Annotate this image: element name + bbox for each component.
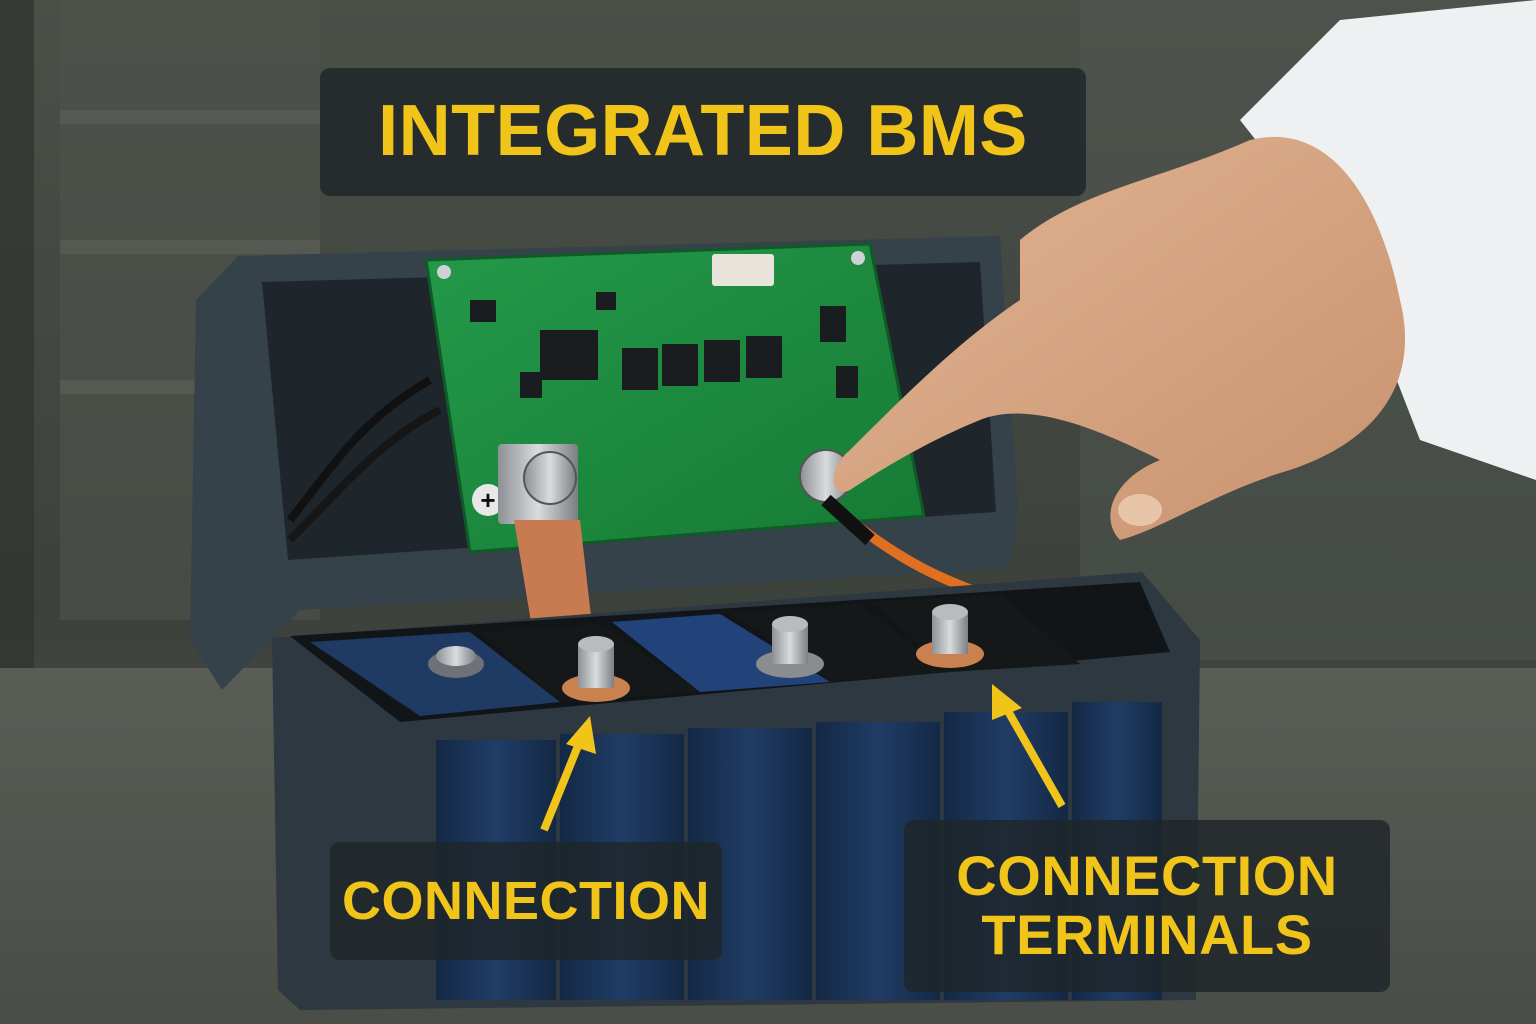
thumb-nail: [1118, 494, 1162, 526]
cell-terminal: [916, 604, 984, 668]
pcb-polarity-mark: +: [480, 485, 495, 515]
pcb-chip: [470, 300, 496, 322]
lid-cables: [286, 376, 432, 523]
connection-label: CONNECTION: [330, 842, 722, 960]
cell-terminal: [428, 646, 484, 678]
pcb-mosfet: [662, 344, 698, 386]
busbar-nut: [523, 451, 577, 505]
pcb-chip: [836, 366, 858, 398]
pointing-hand: [833, 0, 1536, 540]
pcb-chip: [596, 292, 616, 310]
connection-terminals-line1: CONNECTION: [956, 844, 1338, 908]
pcb-mosfet: [746, 336, 782, 378]
pcb-chip: [520, 372, 542, 398]
background-post: [0, 0, 34, 680]
pcb-mosfet: [704, 340, 740, 382]
connection-text: CONNECTION: [342, 870, 710, 931]
cell-top: [870, 594, 1080, 672]
blind-slat: [60, 110, 320, 124]
polarity-mark-circle: [472, 484, 504, 516]
cell-terminal: [562, 636, 630, 702]
connection-terminals-line2: TERMINALS: [981, 903, 1313, 966]
right-arrow: [992, 684, 1066, 808]
cell-top: [310, 632, 560, 716]
title-text: INTEGRATED BMS: [378, 91, 1028, 172]
connection-terminals-label: CONNECTION TERMINALS: [904, 820, 1390, 992]
pcb-chip: [540, 330, 598, 380]
pcb-connector: [712, 254, 774, 286]
cell-terminal: [756, 616, 824, 678]
left-arrow: [540, 716, 596, 832]
pcb-mosfet: [622, 348, 658, 390]
hand-palm: [833, 136, 1406, 540]
sleeve: [1240, 0, 1536, 480]
title-label: INTEGRATED BMS: [320, 68, 1086, 196]
blind-slat: [60, 240, 320, 254]
pcb-chip: [820, 306, 846, 342]
